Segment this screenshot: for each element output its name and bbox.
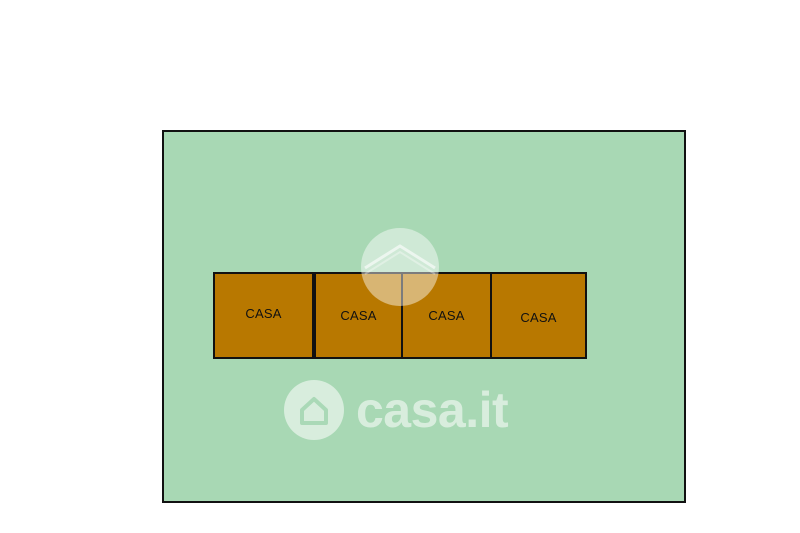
house-label: CASA [245, 306, 282, 321]
house-unit-2: CASA [314, 272, 403, 359]
house-unit-4: CASA [490, 272, 587, 359]
house-label: CASA [520, 310, 557, 325]
house-unit-3: CASA [401, 272, 492, 359]
house-label: CASA [340, 308, 377, 323]
house-unit-1: CASA [213, 272, 314, 359]
house-label: CASA [428, 308, 465, 323]
